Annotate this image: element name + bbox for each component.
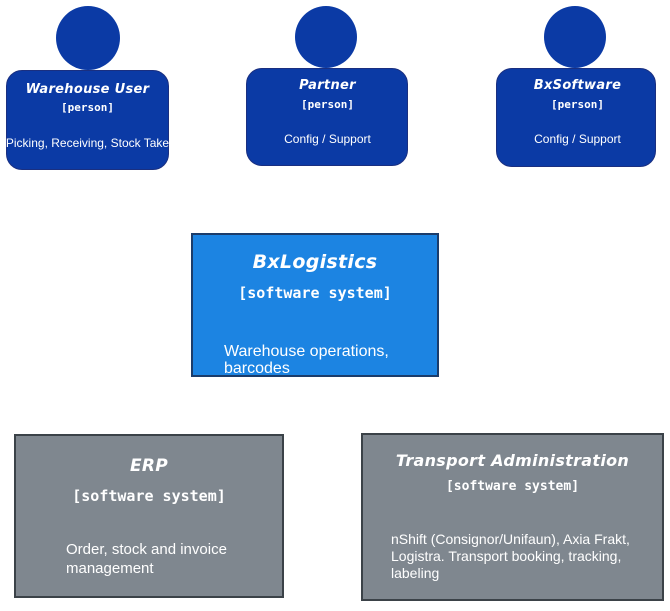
person-body: [246, 68, 408, 166]
system-description: Order, stock and invoice management: [66, 541, 227, 577]
person-partner[interactable]: Partner [person] Config / Support: [240, 0, 415, 175]
person-description: Config / Support: [284, 132, 371, 146]
person-head-icon: [295, 6, 357, 68]
system-description: Warehouse operations, barcodes: [224, 343, 389, 377]
person-tag: [person]: [551, 98, 604, 111]
external-system-erp[interactable]: ERP [software system] Order, stock and i…: [14, 434, 284, 598]
external-system-transport-administration[interactable]: Transport Administration [software syste…: [361, 433, 664, 601]
person-description: Config / Support: [534, 132, 621, 146]
person-description: Picking, Receiving, Stock Take: [5, 136, 170, 150]
system-description: nShift (Consignor/Unifaun), Axia Frakt, …: [391, 531, 630, 581]
person-head-icon: [544, 6, 606, 68]
person-warehouse-user[interactable]: Warehouse User [person] Picking, Receivi…: [0, 0, 175, 175]
person-name: Partner: [299, 78, 356, 93]
system-name: ERP: [129, 456, 169, 476]
person-bxsoftware[interactable]: BxSoftware [person] Config / Support: [490, 0, 665, 175]
person-tag: [person]: [301, 98, 354, 111]
person-head-icon: [56, 6, 120, 70]
person-body: [496, 68, 656, 167]
system-tag: [software system]: [72, 487, 226, 505]
system-name: BxLogistics: [252, 251, 378, 273]
system-name: Transport Administration: [395, 451, 630, 470]
person-name: Warehouse User: [25, 82, 150, 97]
person-tag: [person]: [61, 101, 114, 114]
system-bxlogistics[interactable]: BxLogistics [software system] Warehouse …: [191, 233, 439, 377]
system-tag: [software system]: [238, 284, 392, 302]
system-tag: [software system]: [445, 479, 580, 494]
person-body: [6, 70, 169, 170]
person-name: BxSoftware: [533, 78, 622, 93]
